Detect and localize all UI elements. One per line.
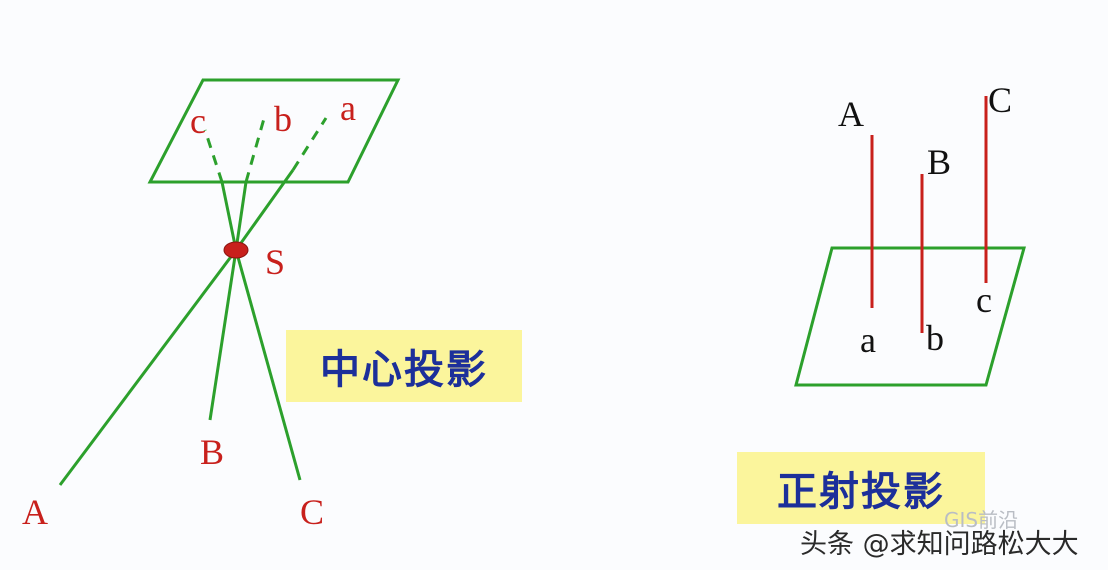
label-plane-b: b	[274, 99, 292, 139]
label-ortho-B: B	[927, 142, 951, 182]
label-ortho-C: C	[988, 80, 1012, 120]
label-object-B: B	[200, 432, 224, 472]
label-ortho-b: b	[926, 318, 944, 358]
dashed-segment-c	[203, 129, 224, 183]
projector-line-C	[234, 249, 302, 481]
ortho-image-plane	[794, 246, 1026, 387]
dashed-segment-b	[244, 114, 267, 183]
projector-segment-b	[234, 181, 248, 251]
dashed-segment-a	[291, 117, 328, 171]
projection-center-point	[223, 241, 249, 259]
watermark-sub-text: GIS前沿	[944, 508, 1019, 532]
projector-segment-a	[234, 169, 295, 251]
central-projection: c b a S B A C	[22, 78, 401, 532]
central-projection-caption: 中心投影	[286, 330, 522, 402]
label-center-S: S	[265, 242, 285, 282]
projector-segment-c	[220, 181, 238, 251]
label-plane-c: c	[190, 101, 206, 141]
label-object-C: C	[300, 492, 324, 532]
central-image-plane	[147, 78, 401, 184]
projector-line-B	[208, 249, 238, 421]
label-object-A: A	[22, 492, 48, 532]
label-ortho-A: A	[838, 94, 864, 134]
label-ortho-c: c	[976, 280, 992, 320]
watermark-text: 头条 @求知问路松大大	[800, 529, 1079, 560]
label-plane-a: a	[340, 88, 356, 128]
projector-line-A	[58, 249, 238, 486]
orthographic-projection: A B C a b c	[794, 80, 1026, 387]
label-ortho-a: a	[860, 320, 876, 360]
orthographic-projection-caption: 正射投影	[737, 452, 985, 524]
